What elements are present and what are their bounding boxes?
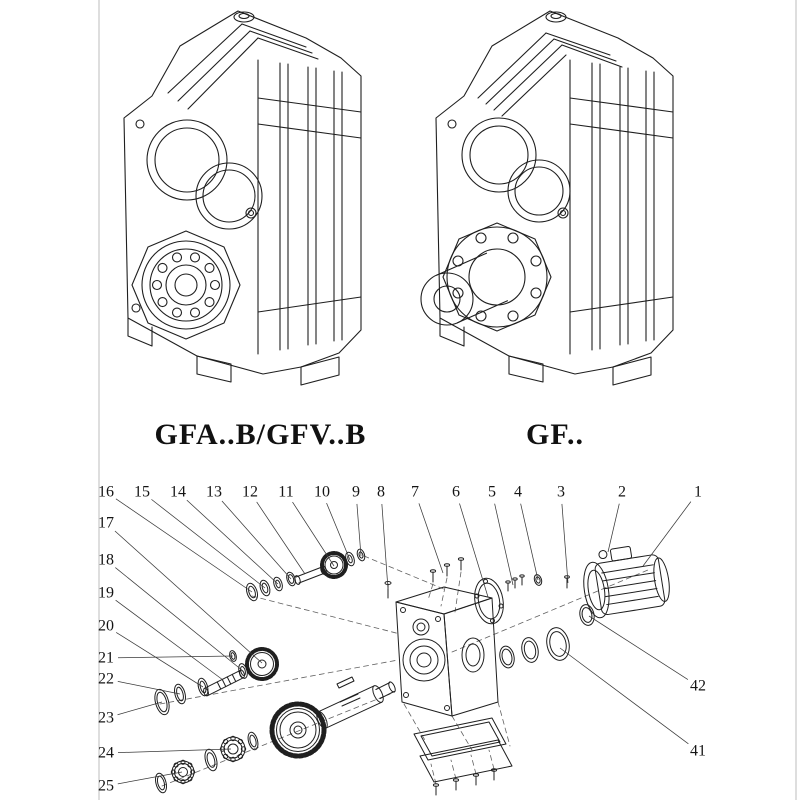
callout-3: 3 — [557, 484, 565, 501]
leader-line-8 — [381, 503, 389, 590]
part-key — [336, 676, 355, 689]
part-seal-ring — [499, 645, 515, 669]
callout-15: 15 — [134, 484, 150, 501]
leader-line-18 — [115, 567, 244, 672]
callout-1: 1 — [694, 484, 702, 501]
leader-line-19 — [115, 599, 224, 681]
part-cover-bolts-bottom — [432, 768, 498, 796]
part-motor — [583, 546, 670, 619]
part-washer-15 — [259, 579, 271, 597]
callout-2: 2 — [618, 484, 626, 501]
leader-line-2 — [607, 503, 620, 553]
part-studs-5 — [505, 574, 525, 592]
part-washer-22 — [174, 683, 186, 705]
leader-line-23 — [117, 701, 163, 716]
callout-23: 23 — [98, 710, 114, 727]
part-washer-14 — [273, 576, 283, 592]
part-cover-gasket — [419, 739, 513, 783]
callout-21: 21 — [98, 650, 114, 667]
callout-41: 41 — [690, 743, 706, 760]
leader-lines — [114, 498, 692, 785]
callout-14: 14 — [170, 484, 186, 501]
callout-6: 6 — [452, 484, 460, 501]
callout-11: 11 — [278, 484, 293, 501]
part-stud-3 — [564, 575, 570, 589]
callout-12: 12 — [242, 484, 258, 501]
callout-10: 10 — [314, 484, 330, 501]
leader-line-15 — [151, 499, 266, 589]
callout-18: 18 — [98, 552, 114, 569]
exploded-view — [154, 546, 670, 796]
part-ring-24c — [247, 731, 259, 751]
gearbox-drawing-gf — [420, 10, 674, 386]
leader-line-41 — [559, 647, 689, 745]
leader-line-24 — [117, 748, 232, 753]
callout-19: 19 — [98, 585, 114, 602]
leader-line-42 — [588, 615, 689, 680]
part-bearing-25 — [170, 759, 196, 785]
callout-9: 9 — [352, 484, 360, 501]
callout-4: 4 — [514, 484, 522, 501]
callout-16: 16 — [98, 484, 114, 501]
part-retaining-ring-16 — [245, 582, 259, 602]
part-cover-plate — [413, 717, 507, 761]
leader-line-25 — [117, 771, 183, 785]
callout-42: 42 — [690, 678, 706, 695]
leader-line-12 — [256, 501, 306, 575]
callout-13: 13 — [206, 484, 222, 501]
leader-line-5 — [494, 503, 514, 586]
part-pinion-gear-11 — [320, 551, 348, 579]
part-ring-41 — [546, 627, 570, 661]
part-bearing-ring — [521, 637, 539, 663]
callout-25: 25 — [98, 778, 114, 795]
part-locknut-9 — [356, 548, 366, 562]
leader-line-3 — [561, 503, 569, 584]
callout-8: 8 — [377, 484, 385, 501]
assembly-axis-lines — [159, 555, 649, 787]
gearbox-drawing-gfab — [123, 10, 362, 386]
part-output-shaft — [316, 681, 396, 729]
part-output-gear — [269, 701, 327, 759]
caption-left-model: GFA..B/GFV..B — [154, 418, 367, 451]
leader-line-9 — [356, 503, 362, 557]
callout-5: 5 — [488, 484, 496, 501]
leader-line-1 — [642, 501, 692, 567]
callout-24: 24 — [98, 745, 114, 762]
leader-line-17 — [114, 530, 263, 664]
part-ring-end — [155, 772, 167, 794]
part-spur-gear-17 — [245, 647, 279, 681]
leader-line-4 — [520, 503, 539, 581]
part-ring-42 — [579, 604, 595, 626]
caption-right-model: GF.. — [526, 418, 584, 451]
part-cover-bolts-7 — [429, 557, 465, 583]
page-border — [98, 0, 797, 800]
leader-line-13 — [221, 500, 292, 580]
leader-line-11 — [292, 501, 335, 567]
callout-7: 7 — [411, 484, 419, 501]
part-small-ring-21 — [229, 650, 237, 662]
part-housing — [395, 586, 499, 717]
part-washer-10 — [345, 551, 355, 567]
part-gasket-6 — [474, 577, 504, 625]
leader-line-6 — [459, 503, 489, 598]
callout-22: 22 — [98, 671, 114, 688]
leader-line-16 — [115, 498, 253, 593]
leader-line-22 — [117, 681, 181, 695]
callout-20: 20 — [98, 618, 114, 635]
leader-line-7 — [418, 503, 444, 574]
leader-line-20 — [115, 632, 204, 688]
leader-line-10 — [326, 502, 351, 561]
callout-17: 17 — [98, 515, 114, 532]
leader-line-21 — [117, 655, 234, 659]
leader-line-14 — [186, 499, 279, 585]
